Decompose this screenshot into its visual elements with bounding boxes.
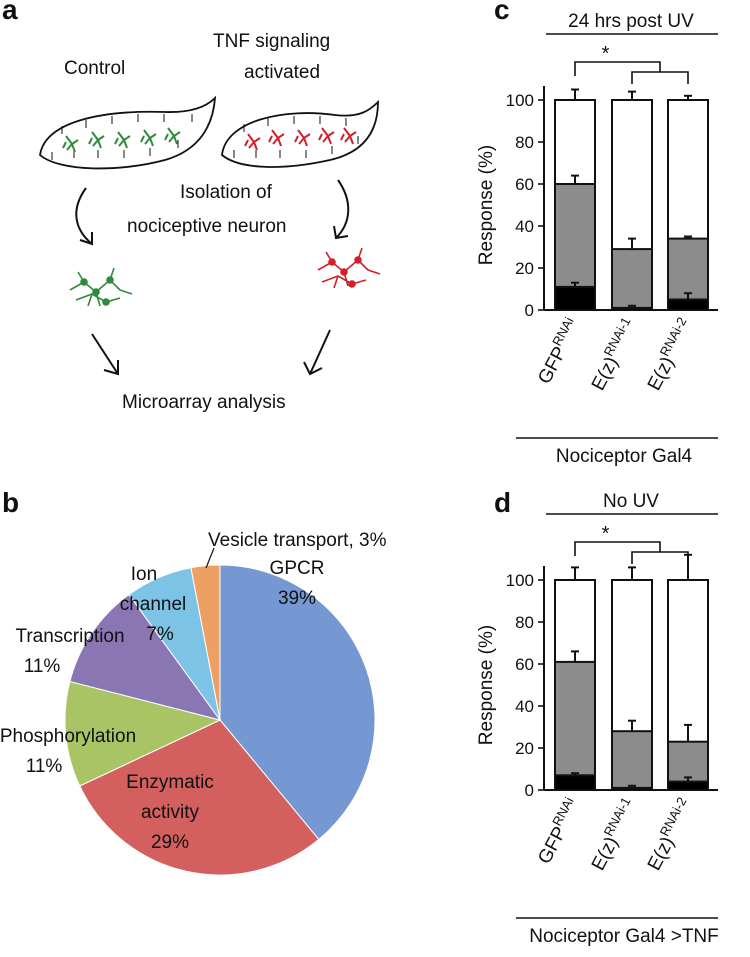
c-condition-label: 24 hrs post UV [568, 11, 694, 32]
d-ytick-label-0: 0 [525, 781, 534, 800]
c-xtick-label-1: E(z)RNAi-1 [584, 315, 642, 394]
slice-label-phosphorylation: Phosphorylation [0, 726, 136, 747]
d-ylabel: Response (%) [476, 625, 497, 745]
slice-label-enzymatic-1: Enzymatic [126, 772, 214, 793]
c-ylabel: Response (%) [476, 145, 497, 265]
pie-slice-3 [69, 593, 222, 721]
panel-a-label: a [2, 0, 18, 25]
c-xtick-label-2: E(z)RNAi-2 [640, 315, 698, 394]
slice-pct-phosphorylation: 11% [26, 756, 63, 777]
slice-label-transcription: Transcription [15, 626, 124, 647]
d-sig-bracket-main [574, 541, 661, 556]
slice-pct-transcription: 11% [24, 656, 61, 677]
c-ytick-label-2: 40 [515, 217, 534, 236]
c-ytick-label-1: 20 [515, 259, 534, 278]
panel-b-label: b [2, 487, 20, 518]
slice-label-ion-1: Ion [131, 564, 157, 585]
vesicle-leader-line [205, 547, 215, 569]
panel-a-schematic [39, 95, 381, 376]
pie-slice-5 [190, 564, 221, 721]
d-sig-bracket-sub [631, 551, 689, 564]
c-xtick-label-0: GFPRNAi [531, 315, 586, 388]
d-ytick-label-4: 80 [515, 613, 534, 632]
isolation-label-line1: Isolation of [180, 182, 272, 203]
d-xtick-label-2: E(z)RNAi-2 [640, 795, 698, 874]
panel-d-label: d [494, 487, 512, 518]
c-ytick-label-3: 60 [515, 175, 534, 194]
d-condition-label: No UV [603, 491, 659, 512]
panel-c-label: c [494, 0, 510, 25]
slice-pct-gpcr: 39% [278, 588, 316, 609]
pie-slice-0 [219, 564, 376, 841]
d-bar-1-s1 [611, 730, 653, 791]
control-label: Control [64, 58, 126, 79]
pie-slice-2 [64, 680, 222, 787]
d-ytick-label-2: 40 [515, 697, 534, 716]
pie-slice-1 [79, 719, 320, 876]
c-sig-star: * [602, 43, 610, 65]
c-bar-1-s0 [611, 306, 653, 311]
tnf-larva [221, 99, 379, 168]
pie-chart: GPCR 39% Enzymatic activity 29% Phosphorylati… [0, 530, 387, 876]
d-xtick-label-0: GFPRNAi [531, 795, 586, 868]
d-ytick-label-1: 20 [515, 739, 534, 758]
c-ytick-label-5: 100 [506, 91, 534, 110]
c-bar-0-s0 [554, 285, 596, 311]
control-neurons [69, 267, 133, 307]
tnf-label-line1: TNF signaling [213, 31, 331, 52]
d-bar-2-s0 [667, 780, 709, 792]
slice-pct-enzymatic: 29% [151, 832, 189, 853]
slice-label-vesicle: Vesicle transport, 3% [208, 530, 387, 551]
tnf-neurons [317, 247, 381, 289]
microarray-label: Microarray analysis [122, 392, 286, 413]
slice-label-ion-2: channel [120, 594, 187, 615]
c-driver-label: Nociceptor Gal4 [556, 446, 693, 467]
d-xtick-label-1: E(z)RNAi-1 [584, 795, 642, 874]
c-sig-bracket-sub [631, 71, 689, 84]
slice-label-enzymatic-2: activity [141, 802, 200, 823]
c-bar-2-s0 [667, 298, 709, 311]
c-sig-bracket-main [574, 61, 661, 76]
slice-pct-ion: 7% [146, 624, 174, 645]
d-ytick-label-3: 60 [515, 655, 534, 674]
d-bar-0-s0 [554, 774, 596, 791]
isolation-label-line2: nociceptive neuron [127, 216, 287, 237]
d-driver-label: Nociceptor Gal4 >TNF [529, 926, 719, 947]
tnf-label-line2: activated [244, 62, 321, 83]
d-bar-1-s0 [611, 786, 653, 791]
control-larva [39, 95, 217, 170]
slice-label-gpcr: GPCR [270, 558, 325, 579]
d-ytick-label-5: 100 [506, 571, 534, 590]
c-ytick-label-0: 0 [525, 301, 534, 320]
d-sig-star: * [602, 523, 610, 545]
d-bar-0-s1 [554, 660, 596, 791]
isolation-arrows [75, 179, 350, 376]
c-bar-1-s1 [611, 248, 653, 312]
c-ytick-label-4: 80 [515, 133, 534, 152]
